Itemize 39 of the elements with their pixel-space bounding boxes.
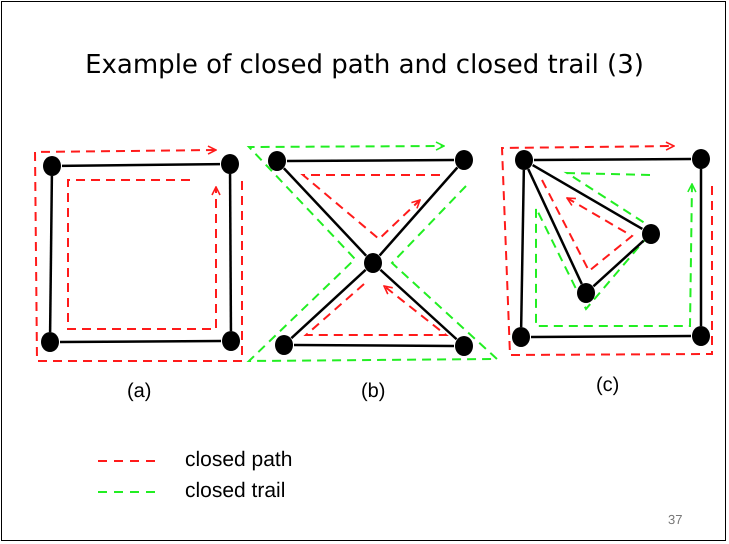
vertex-dot: [515, 150, 533, 170]
vertex-dot: [268, 151, 286, 171]
graph-edge: [62, 162, 220, 168]
page-number: 37: [668, 512, 682, 527]
vertex-dot: [221, 154, 239, 174]
graph-edge: [282, 167, 368, 257]
panel-label: (b): [361, 380, 386, 403]
graph-edge: [378, 166, 458, 256]
vertex-dot: [43, 156, 61, 176]
graph-edge: [592, 240, 644, 288]
vertex-dot: [41, 332, 59, 352]
vertex-dot: [455, 336, 473, 356]
legend-label: closed trail: [185, 479, 286, 503]
graph-edge: [700, 169, 702, 326]
vertex-dot: [577, 283, 595, 303]
vertex-dot: [455, 150, 473, 170]
graph-edge: [290, 268, 366, 340]
vertex-dot: [512, 327, 530, 347]
graph-edge: [287, 158, 454, 162]
graph-edge: [48, 176, 54, 332]
graph-edge: [520, 170, 526, 328]
legend-label: closed path: [185, 448, 292, 472]
graph-edge: [531, 334, 691, 338]
graph-edge: [60, 340, 221, 344]
graph-edge: [532, 164, 643, 230]
graph-edge: [527, 168, 583, 284]
graph-edge: [534, 158, 691, 162]
graph-edge: [228, 174, 232, 331]
panel-label: (a): [127, 380, 152, 403]
vertex-dot: [222, 331, 240, 351]
vertex-dot: [692, 149, 710, 169]
slide-title: Example of closed path and closed trail (3): [84, 50, 645, 80]
vertex-dot: [642, 224, 660, 244]
panel-label: (c): [596, 374, 620, 397]
graph-edge: [380, 268, 458, 340]
graph-edge: [294, 344, 454, 348]
vertex-dot: [275, 335, 293, 355]
vertex-dot: [692, 326, 710, 346]
vertex-dot: [364, 253, 382, 273]
